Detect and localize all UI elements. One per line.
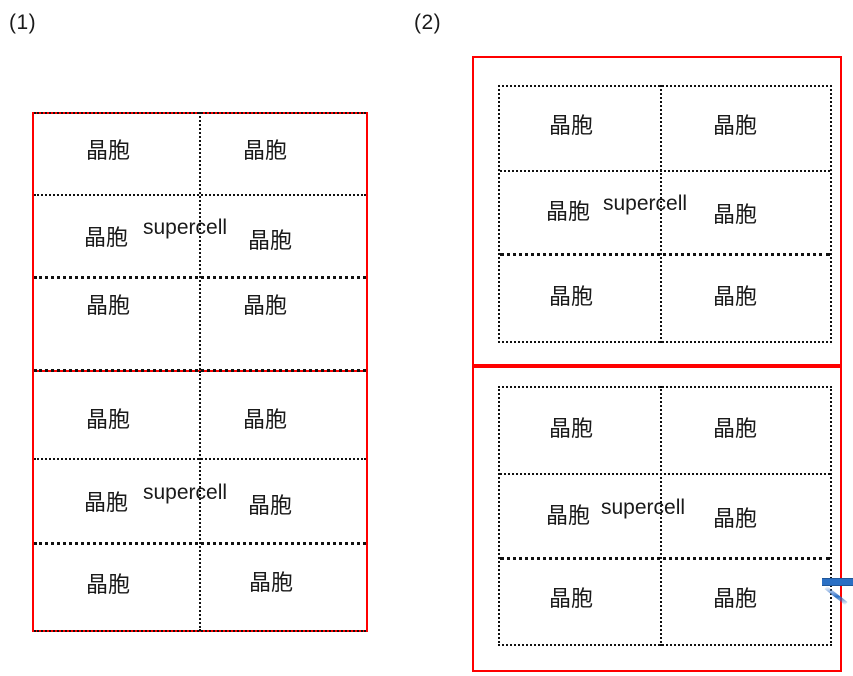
supercell-2a-cell-r1c2: 晶胞 [713,114,758,139]
supercell-1b-bottom-edge [34,630,366,632]
panel-2-red-outer-box-top [472,56,842,366]
supercell-2a-cell-r2c1: 晶胞 [546,200,591,225]
panel-2-red-outer-box-bottom [472,366,842,672]
supercell-1b-label: supercell [143,481,228,504]
supercell-2a-dotted-box [498,85,832,343]
supercell-1a-cell-r3c1: 晶胞 [86,294,131,319]
cursor-bar [822,578,853,586]
supercell-2b-label: supercell [601,496,686,519]
supercell-2b-cell-r3c1: 晶胞 [549,587,594,612]
supercell-2b-cell-r1c2: 晶胞 [713,417,758,442]
supercell-2a-label: supercell [603,192,688,215]
panel-2-caption: (2) [414,11,442,34]
supercell-1a-cell-r2c1: 晶胞 [84,226,129,251]
supercell-2a-column-divider [660,85,662,343]
supercell-1b-cell-r2c1: 晶胞 [84,491,129,516]
supercell-2b-row-divider-1 [500,473,830,475]
supercell-1a-cell-r1c2: 晶胞 [243,139,288,164]
supercell-2a-row-divider-1 [500,170,830,172]
supercell-2a-cell-r1c1: 晶胞 [549,114,594,139]
supercell-2b-cell-r2c2: 晶胞 [713,507,758,532]
supercell-1a-column-divider [199,112,201,370]
supercell-1a-cell-r3c2: 晶胞 [243,294,288,319]
supercell-2b-column-divider [660,386,662,646]
supercell-1a-cell-r1c1: 晶胞 [86,139,131,164]
supercell-1b-cell-r3c2: 晶胞 [249,571,294,596]
supercell-1a-label: supercell [143,216,228,239]
supercell-2b-dotted-box [498,386,832,646]
supercell-1b-column-divider [199,371,201,631]
supercell-2b-cell-r2c1: 晶胞 [546,504,591,529]
supercell-2b-cell-r1c1: 晶胞 [549,417,594,442]
supercell-2b-cell-r3c2: 晶胞 [713,587,758,612]
panel-1-red-divider-dots [34,369,366,372]
supercell-2a-cell-r3c2: 晶胞 [713,285,758,310]
supercell-2b-row-divider-2 [500,557,830,560]
supercell-2a-row-divider-2 [500,253,830,256]
supercell-1b-cell-r2c2: 晶胞 [248,494,293,519]
panel-1-caption: (1) [9,11,37,34]
supercell-1a-cell-r2c2: 晶胞 [248,229,293,254]
supercell-2a-cell-r3c1: 晶胞 [549,285,594,310]
supercell-2a-cell-r2c2: 晶胞 [713,203,758,228]
supercell-1b-cell-r3c1: 晶胞 [86,573,131,598]
supercell-1b-cell-r1c2: 晶胞 [243,408,288,433]
supercell-1b-cell-r1c1: 晶胞 [86,408,131,433]
